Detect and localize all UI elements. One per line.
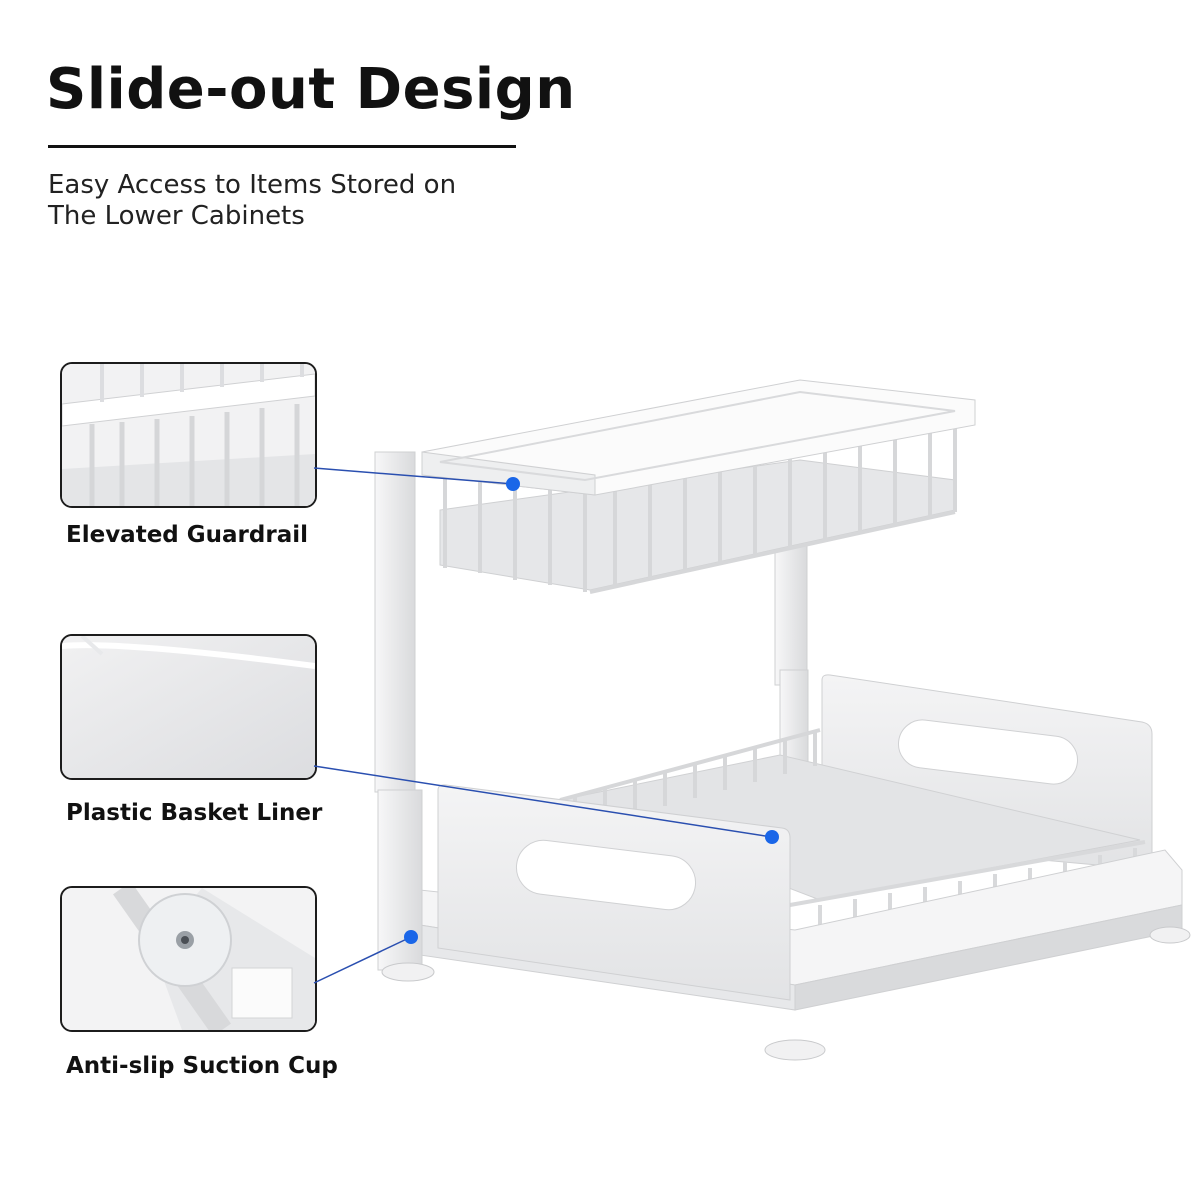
upper-basket [421,379,976,594]
feature-label-suction-cup: Anti-slip Suction Cup [66,1053,338,1079]
liner-closeup-illustration [62,636,315,778]
feature-label-liner: Plastic Basket Liner [66,800,323,826]
subtitle-line-1: Easy Access to Items Stored on [48,170,457,200]
lower-basket-front-panel [437,784,791,1001]
detail-suction-cup-image [60,886,317,1032]
front-post [374,451,423,971]
subtitle-line-2: The Lower Cabinets [48,201,305,231]
feature-label-guardrail: Elevated Guardrail [66,522,308,548]
subtitle: Easy Access to Items Stored on The Lower… [48,170,548,232]
page-title: Slide-out Design [46,57,576,122]
detail-liner-image [60,634,317,780]
guardrail-closeup-illustration [62,364,315,506]
title-underline [48,145,516,148]
rear-post [774,534,809,791]
suction-cup-closeup-illustration [62,888,315,1030]
detail-guardrail-image [60,362,317,508]
